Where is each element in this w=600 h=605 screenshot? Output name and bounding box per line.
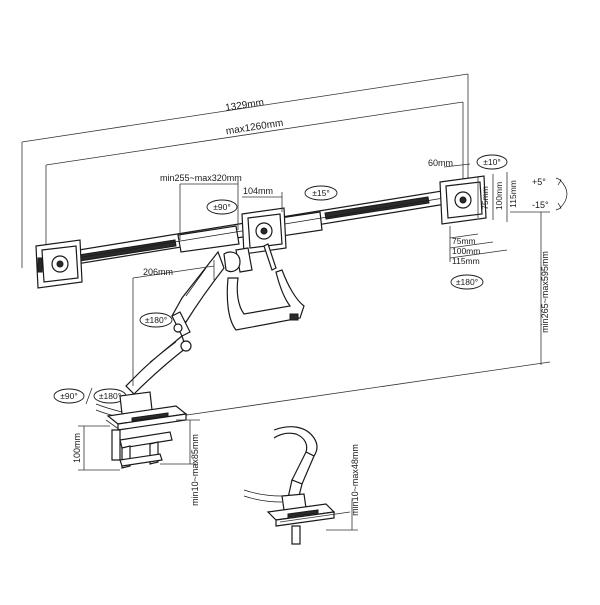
rotation-15-label: ±15° [312,188,330,198]
gas-spring-arm [125,250,241,395]
total-width-label: 1329mm [225,97,265,114]
vesa-100-vertical-label: 100mm [494,182,504,210]
clamp-height-label: 100mm [72,433,82,463]
clamp-base [95,391,200,469]
rotation-180-mid-indicator: ±180° [139,312,173,328]
grommet-thickness-dimension: min10~max48mm [326,444,360,531]
vesa-75-vertical-label: 75mm [480,186,490,210]
base-rotation-90-label: ±90° [60,391,78,401]
vesa-75-horizontal-label: 75mm [452,236,476,246]
arm-range-label: min255~max320mm [160,173,242,183]
rotation-10-label: ±10° [483,157,501,167]
vesa-dimension-lines [449,172,508,262]
rotation-90-top-indicator: ±90° [206,199,238,215]
rotation-10-indicator: ±10° [476,154,508,170]
vesa-115-vertical-label: 115mm [508,180,518,208]
vesa-plate-right [439,175,487,225]
reach-206-dimension: 206mm [132,260,215,386]
max-width-label: max1260mm [225,118,284,138]
clamp-thickness-dimension: min10~max85mm [160,420,200,506]
rotation-180-mid-label: ±180° [145,315,167,325]
spacing-104-dimension: 104mm [242,186,283,212]
arm-range-dimension: min255~max320mm [160,173,242,240]
vesa-plate-left [35,239,83,289]
rotation-180-right-indicator: ±180° [450,274,484,290]
rotation-90-top-label: ±90° [213,202,231,212]
base-rotation-180-label: ±180° [99,391,121,401]
grommet-thickness-label: min10~max48mm [350,444,360,516]
tilt-indicator: +5° -15° [532,177,568,211]
base-rotation-indicators: ±90° ±180° [53,387,127,405]
reach-206-label: 206mm [143,267,173,277]
tilt-down-label: -15° [532,200,549,210]
rotation-15-indicator: ±15° [304,185,338,201]
grommet-mount-inset [243,426,351,545]
spacing-104-label: 104mm [243,186,273,196]
tilt-up-label: +5° [532,177,546,187]
vesa-plate-center [241,207,287,255]
clamp-height-dimension: 100mm [72,425,120,471]
spacing-60-label: 60mm [428,158,453,168]
spacing-60-dimension: 60mm [428,158,471,168]
height-range-label: min265~max595mm [540,251,550,333]
vesa-115-horizontal-label: 115mm [452,256,480,266]
vesa-100-horizontal-label: 100mm [452,246,480,256]
clamp-thickness-label: min10~max85mm [190,434,200,506]
center-mount [226,243,305,331]
height-range-dimension: min265~max595mm [179,211,551,417]
rotation-180-right-label: ±180° [456,277,478,287]
